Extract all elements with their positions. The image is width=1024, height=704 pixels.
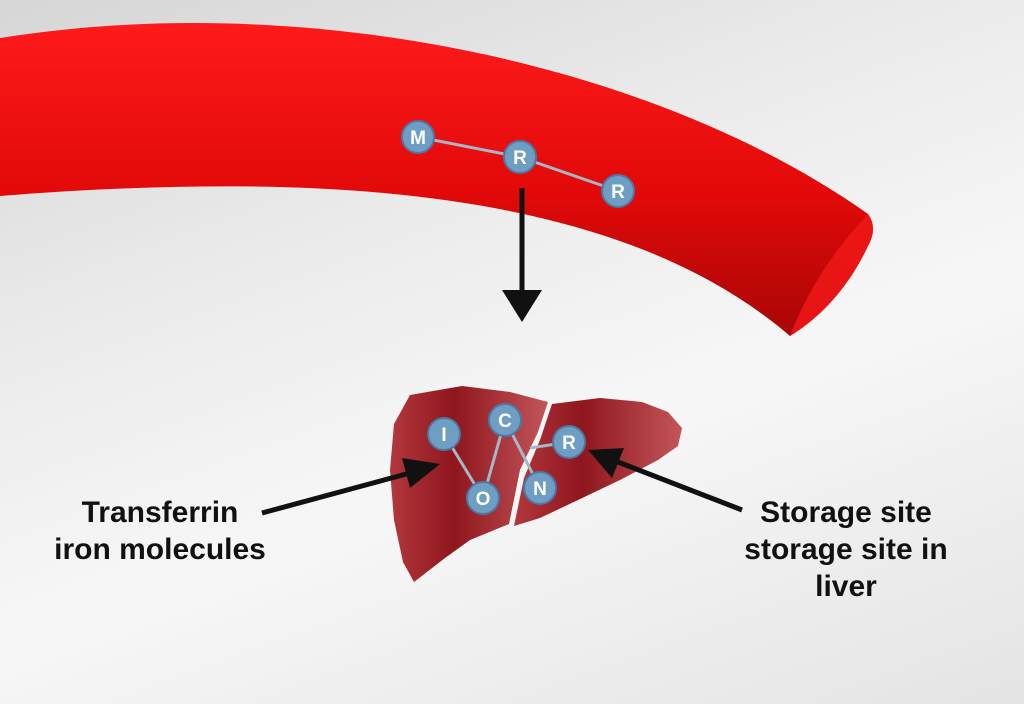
node-label: R bbox=[562, 433, 576, 454]
node-label: M bbox=[410, 128, 426, 149]
liver-molecule-node: O bbox=[466, 481, 500, 515]
liver-molecule-node: N bbox=[523, 471, 557, 505]
liver-molecule-node: R bbox=[552, 425, 586, 459]
storage-site-label-line1: Storage site bbox=[760, 496, 932, 529]
bond-r-r bbox=[519, 155, 619, 193]
liver-right-lobe bbox=[514, 398, 682, 526]
liver-molecule-node: C bbox=[488, 403, 522, 437]
storage-site-label-line3: liver bbox=[815, 570, 877, 603]
node-label: N bbox=[533, 479, 547, 500]
vessel-molecule-node: M bbox=[401, 120, 435, 154]
node-label: R bbox=[513, 148, 527, 169]
vessel-molecule-node: R bbox=[503, 140, 537, 174]
node-label: R bbox=[611, 182, 625, 203]
storage-site-label: Storage site storage site in liver bbox=[722, 494, 970, 605]
transferrin-label-line2: iron molecules bbox=[54, 533, 266, 566]
down-arrow bbox=[502, 188, 542, 322]
transferrin-label-line1: Transferrin bbox=[81, 496, 239, 529]
node-label: I bbox=[441, 425, 446, 446]
transferrin-label: Transferrin iron molecules bbox=[40, 494, 280, 568]
blood-vessel bbox=[0, 23, 873, 337]
node-label: O bbox=[476, 489, 491, 510]
vessel-molecule-bonds bbox=[417, 135, 619, 193]
right-pointer-arrow bbox=[588, 448, 743, 513]
bond-m-r bbox=[417, 135, 521, 159]
node-label: C bbox=[498, 411, 512, 432]
vessel-molecule-node: R bbox=[601, 174, 635, 208]
vessel-opening bbox=[790, 214, 873, 336]
storage-site-label-line2: storage site in bbox=[744, 533, 948, 566]
liver-molecule-node: I bbox=[427, 417, 461, 451]
left-pointer-arrow bbox=[261, 458, 440, 516]
